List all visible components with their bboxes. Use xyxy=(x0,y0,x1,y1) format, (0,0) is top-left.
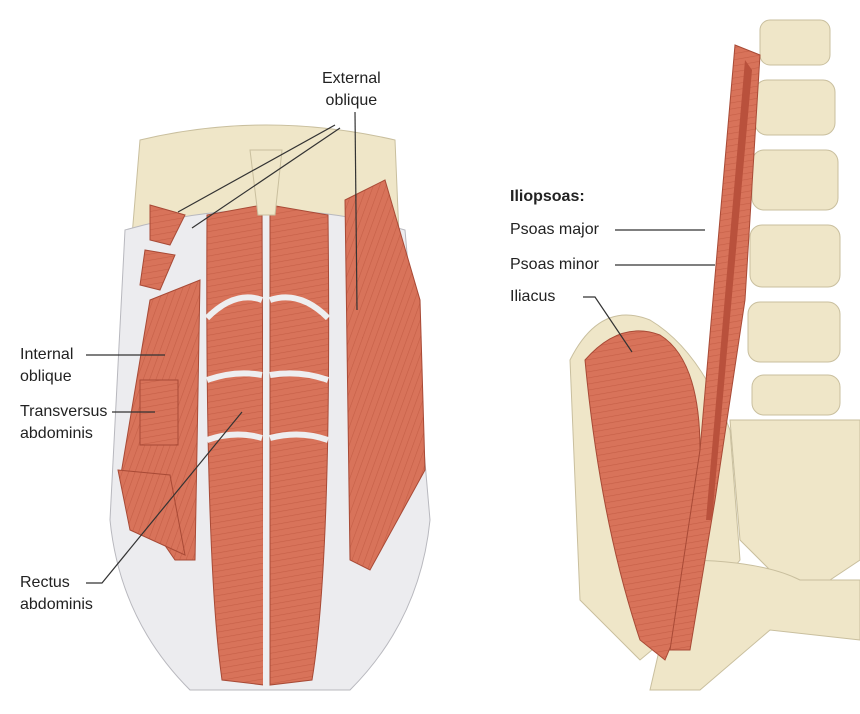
label-transversus-abdominis: Transversus abdominis xyxy=(20,401,107,445)
label-line: oblique xyxy=(20,368,72,385)
label-psoas-major: Psoas major xyxy=(510,221,599,238)
xiphoid xyxy=(249,149,283,216)
label-line: Internal xyxy=(20,346,74,363)
label-external-oblique: External oblique xyxy=(322,68,381,112)
label-iliacus: Iliacus xyxy=(510,288,556,305)
label-line: Rectus xyxy=(20,574,70,591)
iliopsoas-figure xyxy=(569,19,860,691)
label-iliopsoas-title: Iliopsoas: xyxy=(510,188,585,205)
rectus-abdominis-left xyxy=(206,204,265,686)
iliacus-muscle xyxy=(584,330,701,661)
label-line: External xyxy=(322,70,381,87)
label-line: abdominis xyxy=(20,425,93,442)
lower-oblique-flap xyxy=(117,469,186,556)
label-rectus-abdominis: Rectus abdominis xyxy=(20,572,93,616)
pubis-femur xyxy=(649,559,860,691)
abdominal-wall-figure xyxy=(109,124,431,691)
label-line: abdominis xyxy=(20,596,93,613)
leader-lines xyxy=(86,111,715,584)
lumbar-spine xyxy=(747,19,841,416)
tendinous-intersections xyxy=(204,294,331,443)
label-internal-oblique: Internal oblique xyxy=(20,344,73,388)
right-external-oblique xyxy=(344,179,426,571)
transversus-window xyxy=(139,379,179,446)
serratus-slips xyxy=(139,204,186,291)
psoas-minor-muscle xyxy=(706,60,752,520)
label-psoas-minor: Psoas minor xyxy=(510,256,599,273)
label-line: oblique xyxy=(325,92,378,109)
label-line: Transversus xyxy=(20,403,108,420)
rectus-abdominis-right xyxy=(269,204,330,686)
